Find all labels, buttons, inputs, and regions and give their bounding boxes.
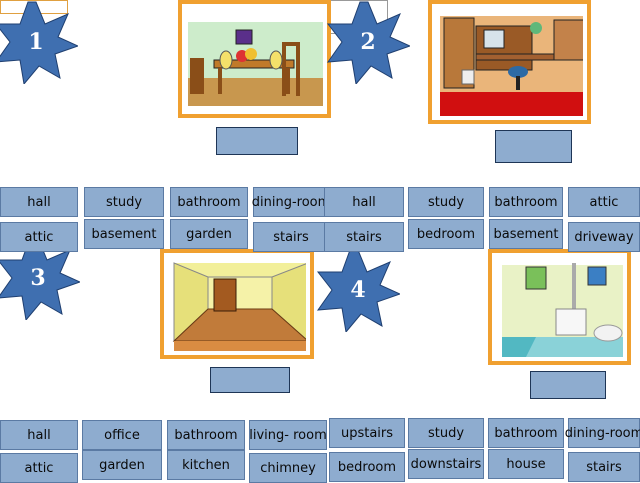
word-tile[interactable]: study: [408, 187, 484, 217]
star-badge-1: [0, 1, 78, 84]
word-tile[interactable]: bathroom: [167, 420, 245, 450]
word-tile[interactable]: bathroom: [488, 418, 564, 448]
star-number-2: 2: [360, 29, 376, 55]
word-tile[interactable]: office: [82, 420, 162, 450]
bathroom-illustration: [496, 257, 623, 357]
word-tile[interactable]: bedroom: [329, 452, 405, 482]
answer-box-2[interactable]: [495, 130, 572, 163]
star-badge-4: [316, 249, 400, 332]
word-tile[interactable]: study: [84, 187, 164, 217]
answer-box-4[interactable]: [530, 371, 606, 399]
word-tile[interactable]: house: [488, 449, 564, 479]
word-tile[interactable]: stairs: [568, 452, 640, 482]
word-tile[interactable]: bathroom: [170, 187, 248, 217]
picture-4-bathroom: [488, 249, 631, 365]
room-illustration: [168, 257, 306, 351]
word-tile[interactable]: bedroom: [408, 219, 484, 249]
picture-2-study: [428, 0, 591, 124]
word-tile[interactable]: dining-room: [252, 187, 330, 217]
word-tile[interactable]: basement: [489, 219, 563, 249]
word-tile[interactable]: bathroom: [489, 187, 563, 217]
word-tile[interactable]: hall: [324, 187, 404, 217]
star-number-1: 1: [28, 29, 44, 55]
word-tile[interactable]: stairs: [253, 222, 329, 252]
word-tile[interactable]: dining-room: [565, 418, 640, 448]
picture-1-dining-room: [178, 0, 331, 118]
word-tile[interactable]: attic: [0, 453, 78, 483]
word-tile[interactable]: driveway: [568, 222, 640, 252]
star-badge-3: [0, 237, 80, 320]
word-tile[interactable]: attic: [0, 222, 78, 252]
word-tile[interactable]: chimney: [249, 453, 327, 483]
word-tile[interactable]: kitchen: [167, 450, 245, 480]
word-tile[interactable]: upstairs: [329, 418, 405, 448]
word-tile[interactable]: garden: [170, 219, 248, 249]
study-illustration: [436, 8, 583, 116]
picture-3-empty-room: [160, 249, 314, 359]
word-tile[interactable]: garden: [82, 450, 162, 480]
star-badge-2: [326, 1, 410, 84]
word-tile[interactable]: basement: [84, 219, 164, 249]
word-tile[interactable]: living- room: [249, 420, 327, 450]
word-tile[interactable]: downstairs: [408, 449, 484, 479]
answer-box-3[interactable]: [210, 367, 290, 393]
word-tile[interactable]: hall: [0, 420, 78, 450]
answer-box-1[interactable]: [216, 127, 298, 155]
star-number-3: 3: [30, 265, 46, 291]
word-tile[interactable]: hall: [0, 187, 78, 217]
dining-room-illustration: [186, 8, 323, 110]
word-tile[interactable]: study: [408, 418, 484, 448]
star-number-4: 4: [350, 277, 366, 303]
word-tile[interactable]: attic: [568, 187, 640, 217]
word-tile[interactable]: stairs: [324, 222, 404, 252]
